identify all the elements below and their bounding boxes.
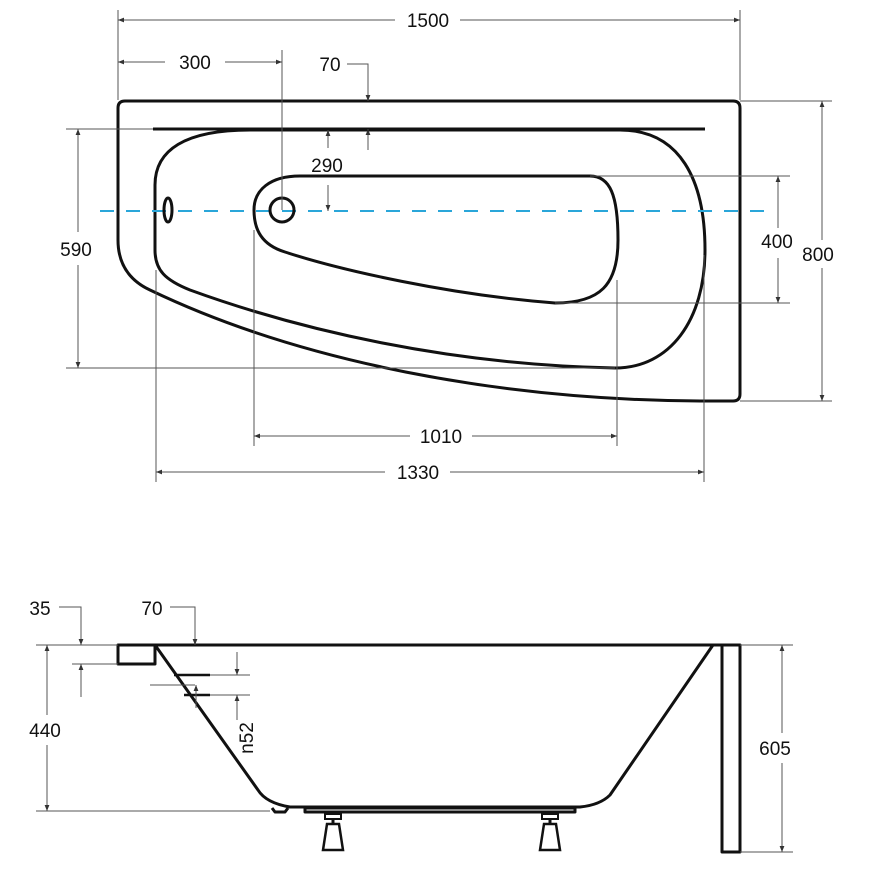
rim-ledge (116, 643, 157, 666)
drain-notch (270, 807, 290, 814)
dim-label: 300 (179, 53, 211, 74)
dim-label: 800 (802, 245, 834, 266)
dim-rim-width-side: 70 (141, 599, 198, 645)
dim-overall-width: 800 (740, 100, 834, 402)
dim-label: 590 (60, 240, 92, 261)
dim-label: 605 (759, 739, 791, 760)
dim-ledge-height: 35 (29, 599, 118, 697)
dim-label: 440 (29, 721, 61, 742)
basin-floor-outline (252, 174, 620, 305)
dim-label: 70 (319, 55, 340, 76)
side-view: 35 70 440 n52 (29, 599, 793, 854)
dim-inner-depth: 440 (29, 644, 270, 812)
front-panel (720, 643, 742, 854)
dim-overflow: n52 (150, 652, 258, 754)
leg-left (321, 813, 345, 852)
dim-label: 1010 (420, 427, 462, 448)
top-view: 1500 300 70 290 590 (60, 10, 834, 484)
leg-right (538, 813, 562, 852)
dim-drain-to-rim: 290 (311, 130, 343, 211)
dim-label: 1330 (397, 463, 439, 484)
basin-outline (153, 128, 707, 370)
dim-label: 400 (761, 232, 793, 253)
dim-basin-length: 1330 (155, 255, 705, 484)
dim-overall-height: 605 (740, 644, 793, 853)
support-frame (303, 806, 577, 814)
tub-outer-outline (116, 99, 742, 403)
dim-basin-width: 590 (60, 128, 615, 369)
dim-floor-width: 400 (555, 175, 793, 304)
dim-floor-length: 1010 (253, 230, 618, 448)
dim-label: 1500 (407, 11, 449, 32)
dim-rim-width: 70 (319, 55, 371, 150)
overflow-icon (162, 196, 174, 224)
dim-label: 70 (141, 599, 162, 620)
dim-label: n52 (237, 722, 258, 754)
dim-drain-offset: 300 (118, 50, 283, 210)
dim-overall-length: 1500 (117, 10, 741, 100)
dim-label: 35 (29, 599, 50, 620)
dim-label: 290 (311, 156, 343, 177)
